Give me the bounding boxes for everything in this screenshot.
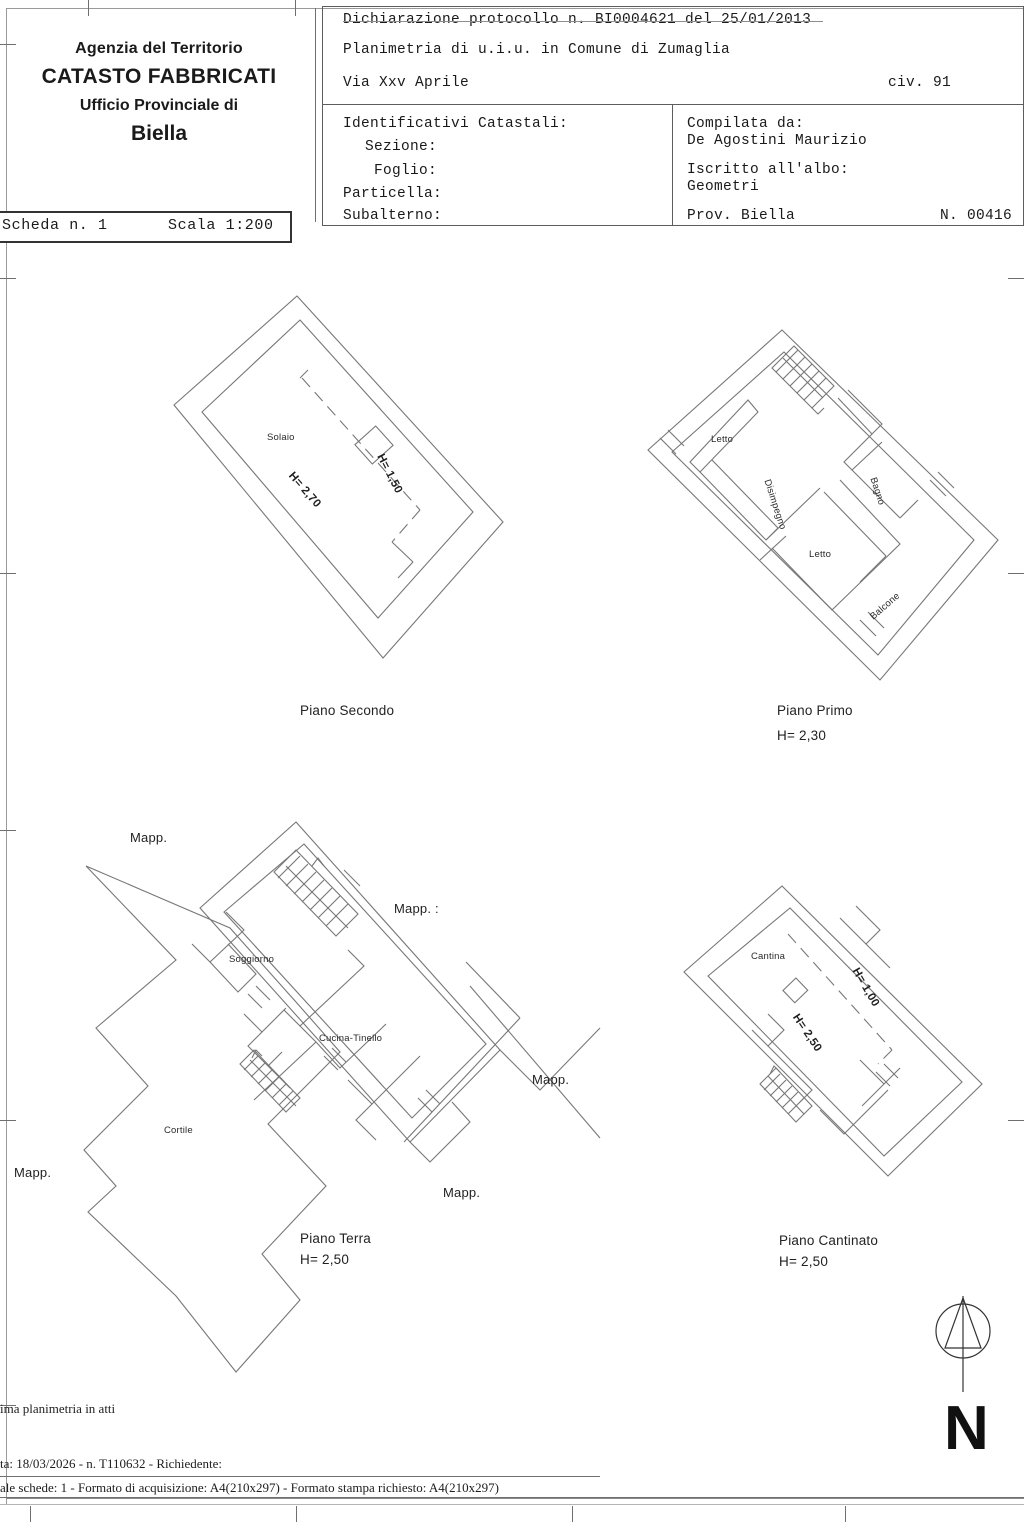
room-label-cucina-tinello: Cucina-Tinello	[319, 1033, 383, 1044]
sheet-border-bottom-secondary	[0, 1504, 1024, 1505]
piano-cantinato-staircase	[759, 1065, 813, 1123]
piano-terra-cortile-outline	[83, 865, 341, 1373]
foglio-label: Foglio:	[374, 163, 438, 179]
height-label-cantinato-100: H= 1,00	[849, 966, 882, 1009]
mapp-label-1: Mapp.	[130, 830, 168, 845]
particella-label: Particella:	[343, 186, 443, 202]
room-label-letto-1: Letto	[711, 434, 734, 445]
crop-tick-bottom-2	[296, 1506, 297, 1522]
piano-primo-staircase	[771, 345, 835, 415]
mapp-label-3: Mapp.	[532, 1072, 570, 1087]
crop-tick-left-4	[0, 830, 16, 831]
crop-tick-left-6	[0, 1405, 16, 1406]
piano-cantinato-opening	[782, 977, 809, 1004]
north-letter-label: N	[944, 1394, 989, 1463]
crop-tick-bottom-3	[572, 1506, 573, 1522]
piano-terra-adjacent-boundaries	[403, 961, 601, 1143]
floor-height-piano-terra: H= 2,50	[300, 1252, 350, 1267]
address-street: Via Xxv Aprile	[343, 75, 470, 91]
footer-format-data: ale schede: 1 - Formato di acquisizione:…	[0, 1480, 499, 1495]
compiler-title: Compilata da:	[687, 116, 805, 132]
floor-caption-piano-cantinato: Piano Cantinato	[779, 1233, 879, 1248]
province-name: Biella	[130, 122, 188, 146]
piano-terra-staircase-upper	[273, 849, 359, 937]
height-label-secondo-150: H= 1,50	[374, 452, 405, 496]
compiler-name: De Agostini Maurizio	[687, 133, 868, 149]
floor-caption-piano-terra: Piano Terra	[300, 1231, 371, 1246]
sheet-border-top	[6, 8, 1024, 9]
provincial-office: Ufficio Provinciale di	[79, 97, 239, 115]
crop-tick-right-3	[1008, 1120, 1024, 1121]
declaration-protocol: Dichiarazione protocollo n. BI0004621 de…	[343, 12, 812, 28]
crop-tick-left-5	[0, 1120, 16, 1121]
footer-rule-upper	[0, 1476, 600, 1477]
compiler-province: Prov. Biella	[687, 208, 796, 224]
address-civic-number: civ. 91	[888, 75, 952, 91]
floor-caption-piano-primo: Piano Primo	[777, 703, 853, 718]
identifiers-title: Identificativi Catastali:	[343, 116, 569, 132]
crop-tick-left-2	[0, 278, 16, 279]
agency-name: Agenzia del Territorio	[75, 40, 243, 57]
piano-cantinato-interior	[751, 905, 901, 1135]
subalterno-label: Subalterno:	[343, 208, 443, 224]
crop-tick-left-1	[0, 44, 16, 45]
planimetry-municipality: Planimetria di u.i.u. in Comune di Zumag…	[343, 42, 731, 58]
piano-primo-outline	[647, 329, 999, 681]
floor-height-piano-primo: H= 2,30	[777, 728, 827, 743]
crop-tick-bottom-4	[845, 1506, 846, 1522]
agency-identity: Agenzia del Territorio CATASTO FABBRICAT…	[6, 38, 312, 149]
scale-label: Scala 1:200	[168, 217, 274, 234]
room-label-letto-2: Letto	[809, 549, 832, 560]
mapp-label-2: Mapp. :	[394, 901, 439, 916]
sheet-border-bottom	[6, 1498, 1024, 1499]
height-label-secondo-270: H= 2,70	[285, 470, 324, 511]
piano-secondo-solaio-boundary	[301, 377, 421, 543]
agency-title-block	[6, 8, 316, 222]
room-label-bagno: Bagno	[867, 476, 887, 507]
piano-secondo-outline	[173, 295, 504, 659]
compiler-register-value: Geometri	[687, 179, 760, 195]
declaration-strikethrough	[343, 21, 823, 22]
header-vertical-divider	[672, 104, 673, 226]
room-label-cantina: Cantina	[751, 951, 786, 962]
footer-last-planimetry: ima planimetria in atti	[0, 1401, 116, 1416]
room-label-cortile: Cortile	[164, 1125, 193, 1136]
mapp-label-4: Mapp.	[14, 1165, 52, 1180]
piano-terra-staircase-lower	[239, 1049, 301, 1113]
north-arrow-icon	[935, 1296, 991, 1392]
mapp-label-5: Mapp.	[443, 1185, 481, 1200]
scheda-scale-box	[0, 211, 292, 243]
compiler-number: N. 00416	[940, 208, 1013, 224]
piano-cantinato-outline	[683, 885, 983, 1177]
crop-tick-top-1	[88, 0, 89, 16]
piano-primo-interior	[659, 389, 955, 637]
crop-tick-top-2	[295, 0, 296, 16]
footer-request-data: ta: 18/03/2026 - n. T110632 - Richiedent…	[0, 1456, 223, 1471]
sezione-label: Sezione:	[365, 139, 438, 155]
piano-terra-building-outline	[199, 821, 501, 1143]
room-label-disimpegno: Disimpegno	[761, 478, 789, 532]
header-horizontal-divider	[322, 104, 1024, 105]
crop-tick-right-2	[1008, 573, 1024, 574]
room-label-balcone: Balcone	[868, 590, 903, 623]
room-label-soggiorno: Soggiorno	[229, 954, 275, 965]
crop-tick-bottom-1	[30, 1506, 31, 1522]
floor-caption-piano-secondo: Piano Secondo	[300, 703, 395, 718]
floor-height-piano-cantinato: H= 2,50	[779, 1254, 829, 1269]
crop-tick-right-1	[1008, 278, 1024, 279]
height-label-cantinato-250: H= 2,50	[790, 1012, 824, 1055]
room-label-solaio: Solaio	[267, 432, 295, 443]
footer-rule-lower	[0, 1497, 1024, 1498]
sheet-number-label: Scheda n. 1	[2, 217, 108, 234]
crop-tick-left-3	[0, 573, 16, 574]
catasto-title: CATASTO FABBRICATI	[41, 65, 277, 89]
sheet-border-left	[6, 8, 7, 1504]
compiler-register-title: Iscritto all'albo:	[687, 162, 850, 178]
